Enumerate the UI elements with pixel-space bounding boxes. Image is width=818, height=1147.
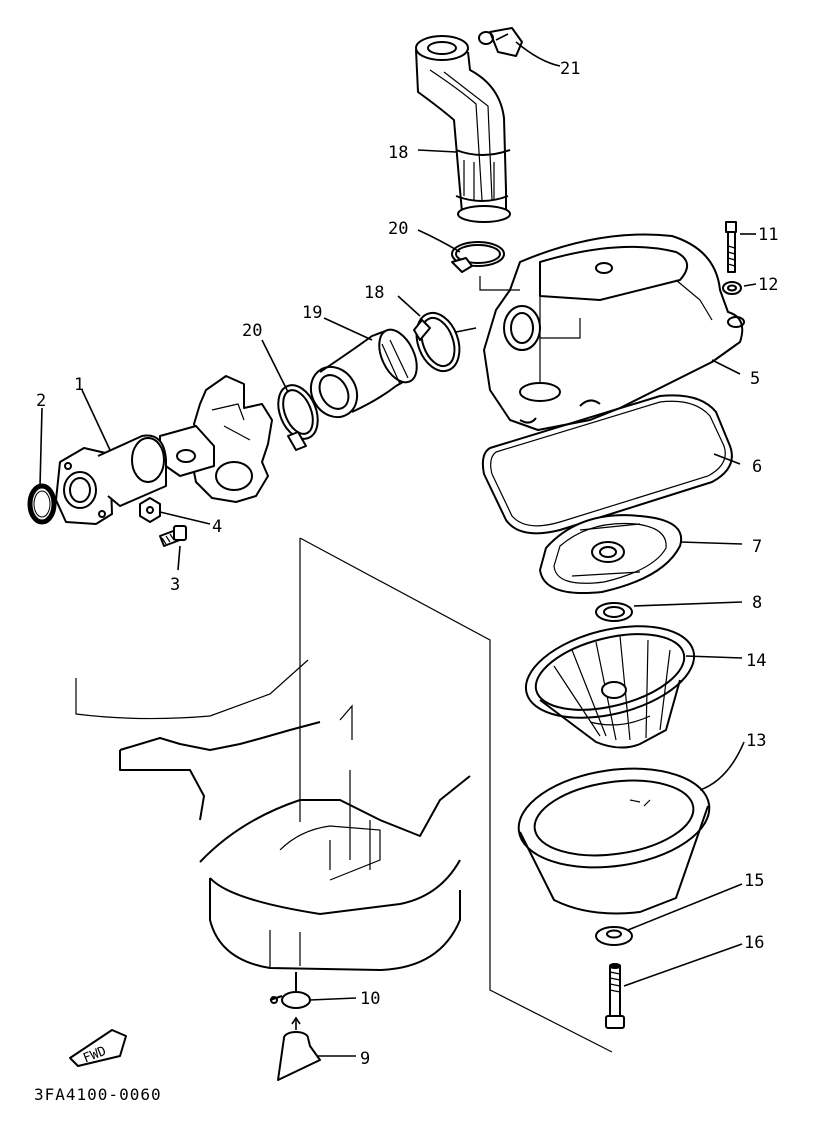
part-4-nut [139,497,161,523]
diagram-code: 3FA4100-0060 [34,1085,162,1104]
part-20-upper-clamp [451,241,505,273]
part-1-carb-joint [55,434,167,525]
leader-lines [39,41,757,1057]
part-18-clamp [413,311,477,373]
part-2-o-ring [27,483,57,525]
callout-20-lower: 20 [242,321,262,341]
part-17-intake-hose [415,35,511,223]
part-19-joint [309,328,418,419]
callout-14: 14 [746,651,766,671]
part-10-clip [269,972,311,1009]
callout-16: 16 [744,933,764,953]
callouts: 21 18 20 11 12 18 19 20 5 1 2 6 4 7 3 8 … [36,59,778,1069]
part-15-washer [595,926,633,946]
callout-19: 19 [302,303,322,323]
callout-21: 21 [560,59,580,79]
part-20-lower-clamp [277,384,319,451]
callout-8: 8 [752,593,762,613]
part-6-gasket [481,394,733,535]
callout-1: 1 [74,375,84,395]
part-5-filter-case [479,233,745,431]
callout-12: 12 [758,275,778,295]
carburetor [159,375,273,503]
part-16-bolt [605,963,625,1029]
part-3-bolt [159,525,187,547]
callout-5: 5 [750,369,760,389]
callout-3: 3 [170,575,180,595]
fwd-arrow: FWD [69,1029,127,1067]
part-9-drain-plug [277,1016,321,1081]
callout-20-upper: 20 [388,219,408,239]
callout-4: 4 [212,517,222,537]
callout-13: 13 [746,731,766,751]
part-7-plate [539,514,683,594]
callout-2: 2 [36,391,46,411]
part-8-nut [595,602,633,622]
callout-11: 11 [758,225,778,245]
part-21-fitting [478,27,523,57]
part-14-cage [524,625,696,749]
part-11-bolt [725,221,737,273]
callout-17: 18 [388,143,408,163]
part-13-filter-element [517,767,711,915]
callout-7: 7 [752,537,762,557]
callout-6: 6 [752,457,762,477]
part-12-washer [722,281,742,295]
callout-9: 9 [360,1049,370,1069]
callout-10: 10 [360,989,380,1009]
callout-15: 15 [744,871,764,891]
callout-18: 18 [364,283,384,303]
frame-outline [75,537,613,1053]
